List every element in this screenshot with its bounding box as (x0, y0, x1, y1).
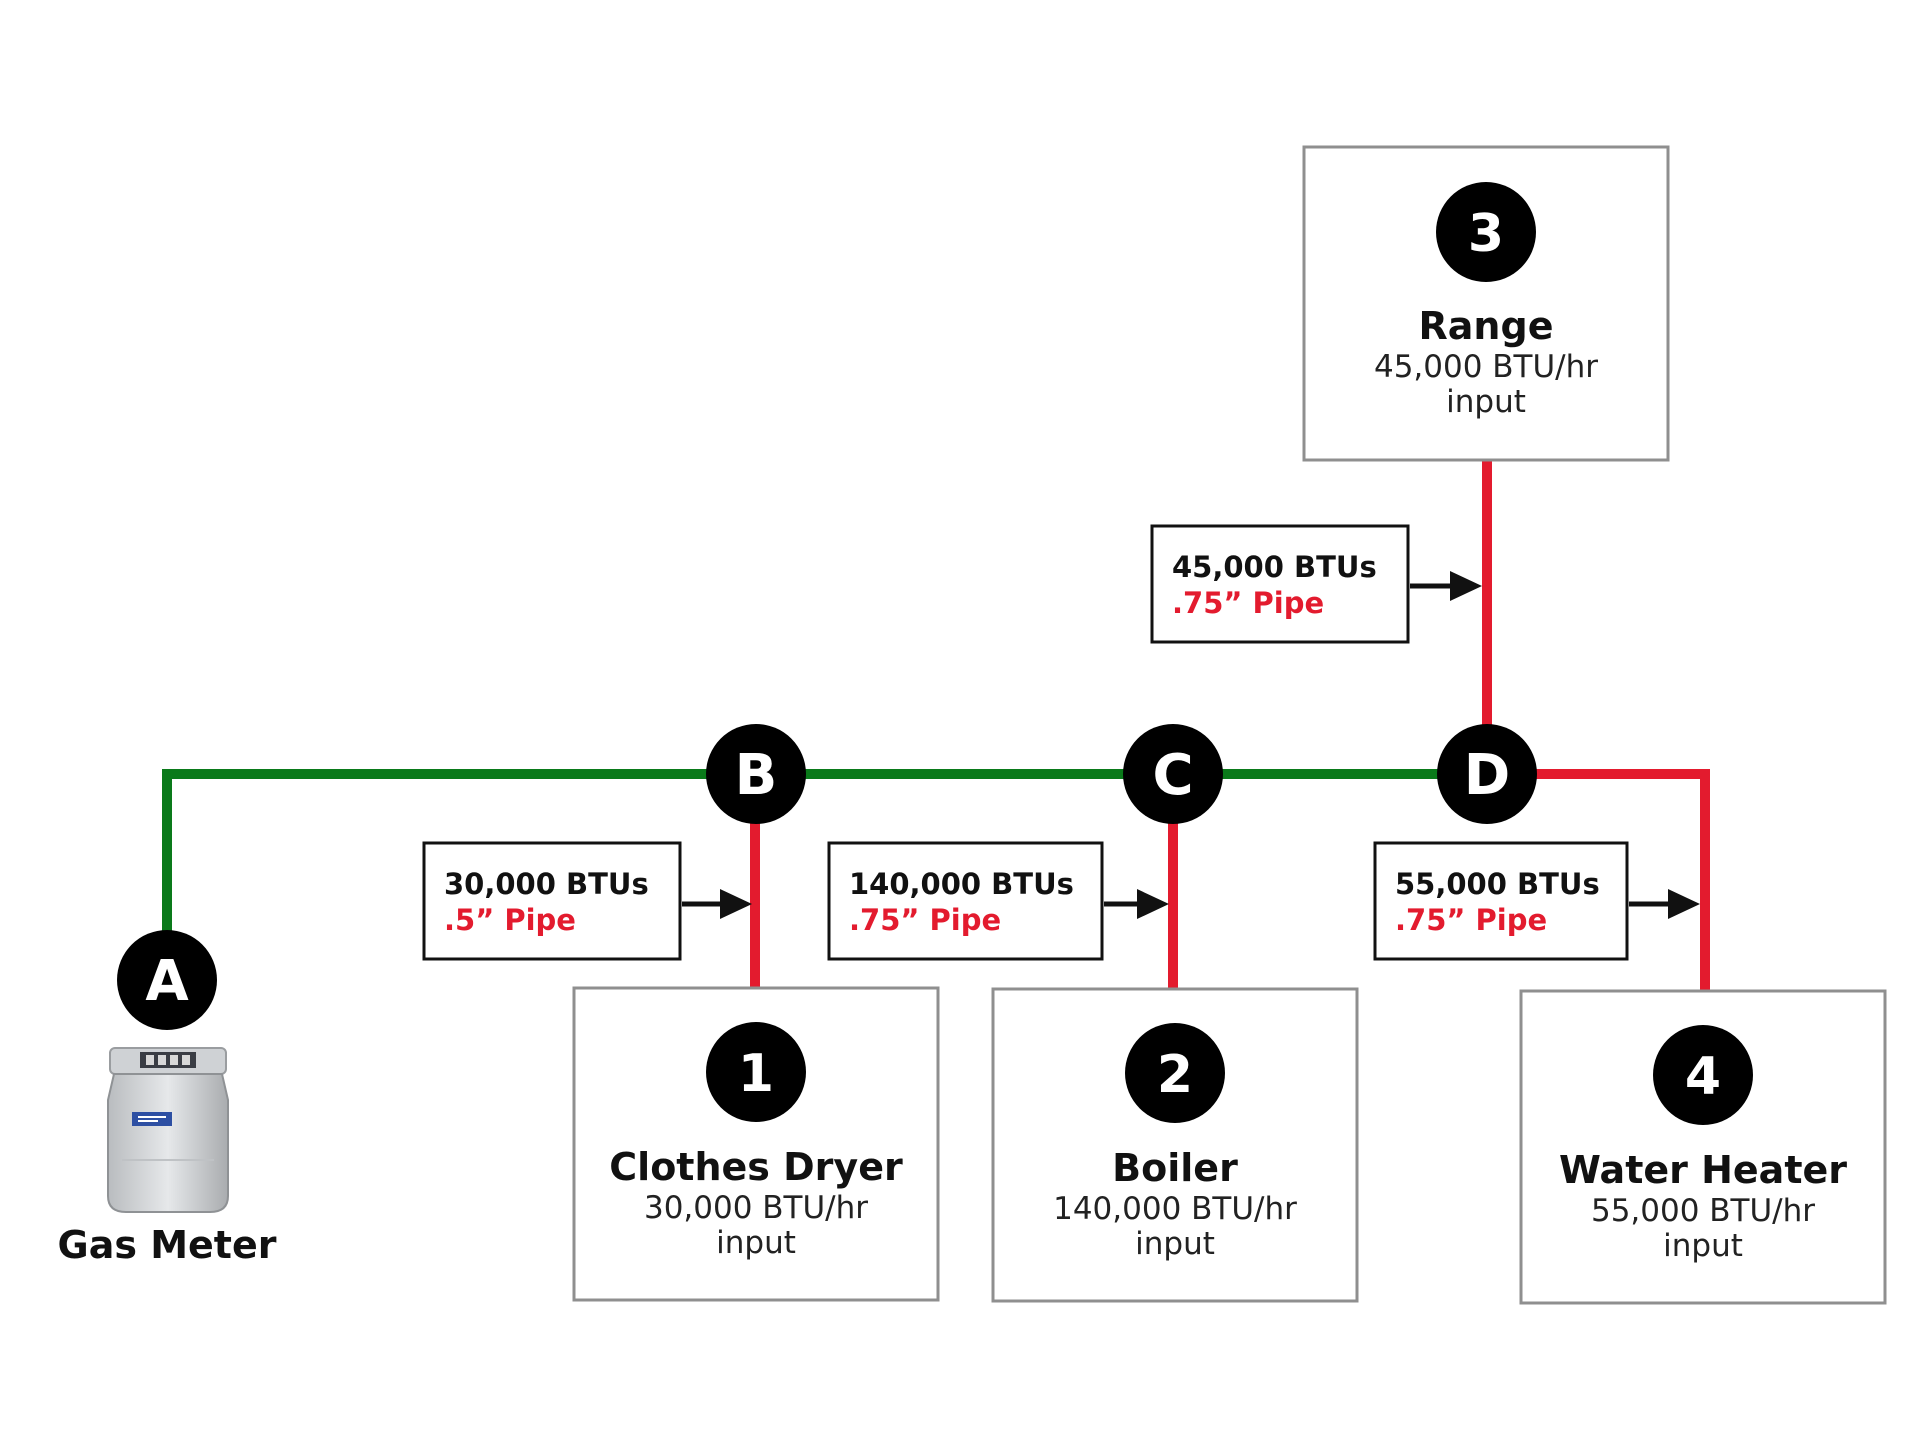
appliance-number: 2 (1157, 1045, 1193, 1105)
gas-meter-icon (107, 1047, 229, 1213)
appliance-box-4: 4 Water Heater 55,000 BTU/hr input (1519, 989, 1887, 1305)
segment-label-3: 45,000 BTUs .75” Pipe (1150, 524, 1482, 644)
segment-pipe-size: .75” Pipe (1172, 586, 1324, 620)
appliance-number-badge (1125, 1023, 1225, 1123)
appliance-input-label: input (716, 1225, 796, 1261)
appliance-box-3: 3 Range 45,000 BTU/hr input (1302, 145, 1670, 462)
appliance-input-label: input (1446, 384, 1526, 420)
appliance-input-label: input (1135, 1226, 1215, 1262)
segment-label-4: 55,000 BTUs .75” Pipe (1373, 841, 1700, 961)
appliance-number-badge (1436, 182, 1536, 282)
svg-text:A: A (145, 949, 189, 1014)
node-b: B (706, 724, 806, 824)
appliance-number-badge (1653, 1025, 1753, 1125)
segment-label-2: 140,000 BTUs .75” Pipe (827, 841, 1169, 961)
appliance-number-badge (706, 1022, 806, 1122)
node-d: D (1437, 724, 1537, 824)
appliance-rate: 140,000 BTU/hr (1053, 1191, 1297, 1227)
segment-btu: 140,000 BTUs (849, 867, 1074, 901)
svg-text:C: C (1152, 743, 1193, 808)
segment-btu: 55,000 BTUs (1395, 867, 1600, 901)
segment-pipe-size: .75” Pipe (1395, 903, 1547, 937)
appliance-rate: 55,000 BTU/hr (1591, 1193, 1815, 1229)
appliance-number: 1 (738, 1044, 774, 1104)
segment-btu: 30,000 BTUs (444, 867, 649, 901)
gas-meter-label: Gas Meter (58, 1223, 277, 1267)
node-a: A (117, 930, 217, 1030)
appliance-number: 4 (1685, 1047, 1721, 1107)
arrow-right-icon (1137, 889, 1169, 919)
appliance-name: Range (1419, 304, 1554, 348)
arrow-right-icon (1450, 571, 1482, 601)
appliance-box-2: 2 Boiler 140,000 BTU/hr input (991, 987, 1359, 1303)
branch-line-4 (1487, 769, 1710, 990)
svg-text:D: D (1464, 743, 1510, 808)
appliance-input-label: input (1663, 1228, 1743, 1264)
node-c: C (1123, 724, 1223, 824)
main-gas-line (162, 769, 1490, 990)
segment-btu: 45,000 BTUs (1172, 550, 1377, 584)
appliance-number: 3 (1468, 204, 1504, 264)
segment-pipe-size: .5” Pipe (444, 903, 576, 937)
svg-text:B: B (735, 743, 778, 808)
segment-label-1: 30,000 BTUs .5” Pipe (422, 841, 752, 961)
appliance-name: Clothes Dryer (609, 1145, 903, 1189)
appliance-rate: 30,000 BTU/hr (644, 1190, 868, 1226)
appliance-name: Water Heater (1559, 1148, 1847, 1192)
appliance-rate: 45,000 BTU/hr (1374, 349, 1598, 385)
appliance-name: Boiler (1112, 1146, 1238, 1190)
arrow-right-icon (1668, 889, 1700, 919)
arrow-right-icon (720, 889, 752, 919)
segment-pipe-size: .75” Pipe (849, 903, 1001, 937)
appliance-box-1: 1 Clothes Dryer 30,000 BTU/hr input (572, 986, 940, 1302)
